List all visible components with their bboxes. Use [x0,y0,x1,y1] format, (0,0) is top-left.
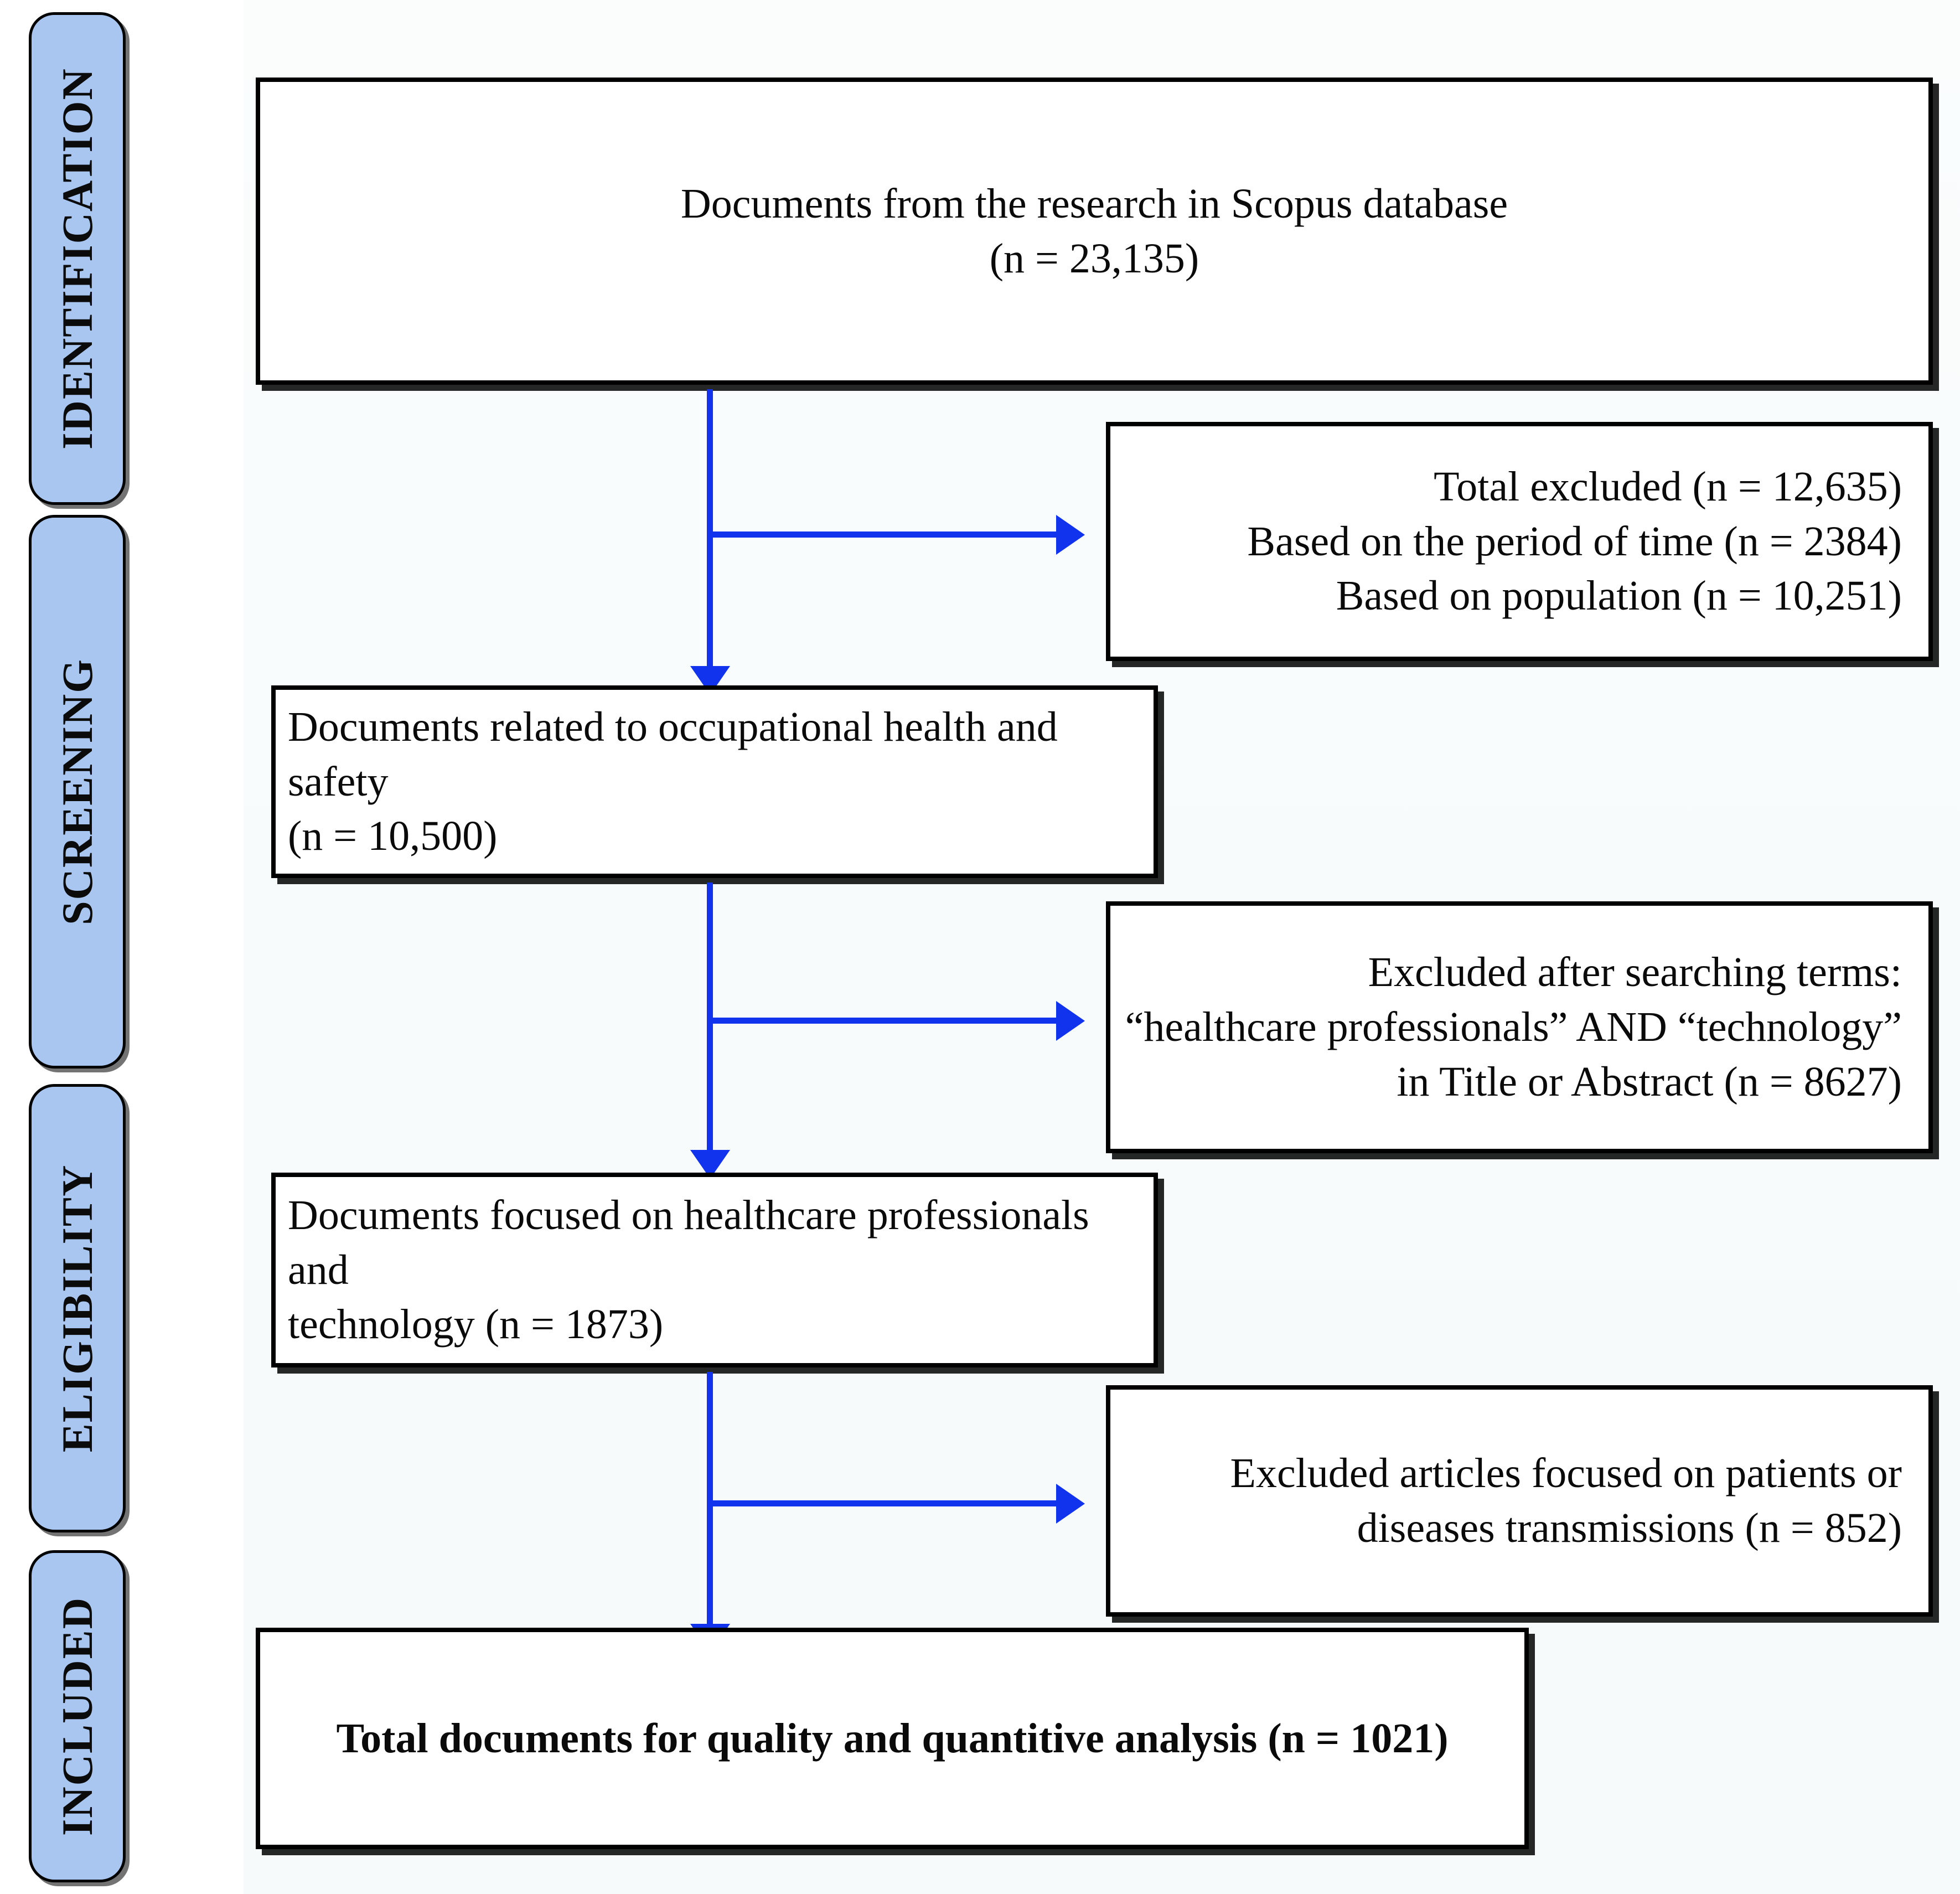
box-excluded-identification-text: Total excluded (n = 12,635) Based on the… [1247,463,1902,620]
arrow-head-right-icon [1056,1000,1085,1041]
box-screening-records-text: Documents related to occupational health… [288,703,1058,860]
box-identification-records: Documents from the research in Scopus da… [256,78,1933,385]
arrow-eligibility-to-included [690,1372,730,1653]
box-eligibility-records-text: Documents focused on healthcare professi… [288,1191,1089,1348]
arrow-identification-to-screening [690,389,730,695]
stage-label-included: INCLUDED [53,1596,101,1836]
box-eligibility-records: Documents focused on healthcare professi… [271,1173,1158,1367]
arrow-eligibility-to-excluded [710,1483,1085,1524]
stage-label-identification: IDENTIFICATION [53,68,101,450]
box-identification-records-text: Documents from the research in Scopus da… [680,180,1508,282]
box-excluded-eligibility: Excluded articles focused on patients or… [1106,1385,1933,1617]
box-excluded-screening-text: Excluded after searching terms: “healthc… [1125,949,1902,1105]
arrow-head-right-icon [1056,1483,1085,1524]
box-excluded-screening: Excluded after searching terms: “healthc… [1106,901,1933,1153]
box-included-records-text: Total documents for quality and quantiti… [336,1715,1449,1762]
stage-label-eligibility: ELIGIBILITY [53,1164,101,1453]
arrow-identification-to-excluded [710,514,1085,555]
stage-pill-included: INCLUDED [29,1550,126,1882]
box-screening-records: Documents related to occupational health… [271,685,1158,878]
stage-pill-identification: IDENTIFICATION [29,12,126,505]
arrow-head-right-icon [1056,514,1085,555]
stage-pill-screening: SCREENING [29,515,126,1069]
box-included-records: Total documents for quality and quantiti… [256,1628,1529,1849]
stage-label-screening: SCREENING [53,658,101,925]
box-excluded-eligibility-text: Excluded articles focused on patients or… [1230,1450,1902,1551]
box-excluded-identification: Total excluded (n = 12,635) Based on the… [1106,422,1933,661]
stage-pill-eligibility: ELIGIBILITY [29,1084,126,1532]
arrow-screening-to-excluded [710,1000,1085,1041]
